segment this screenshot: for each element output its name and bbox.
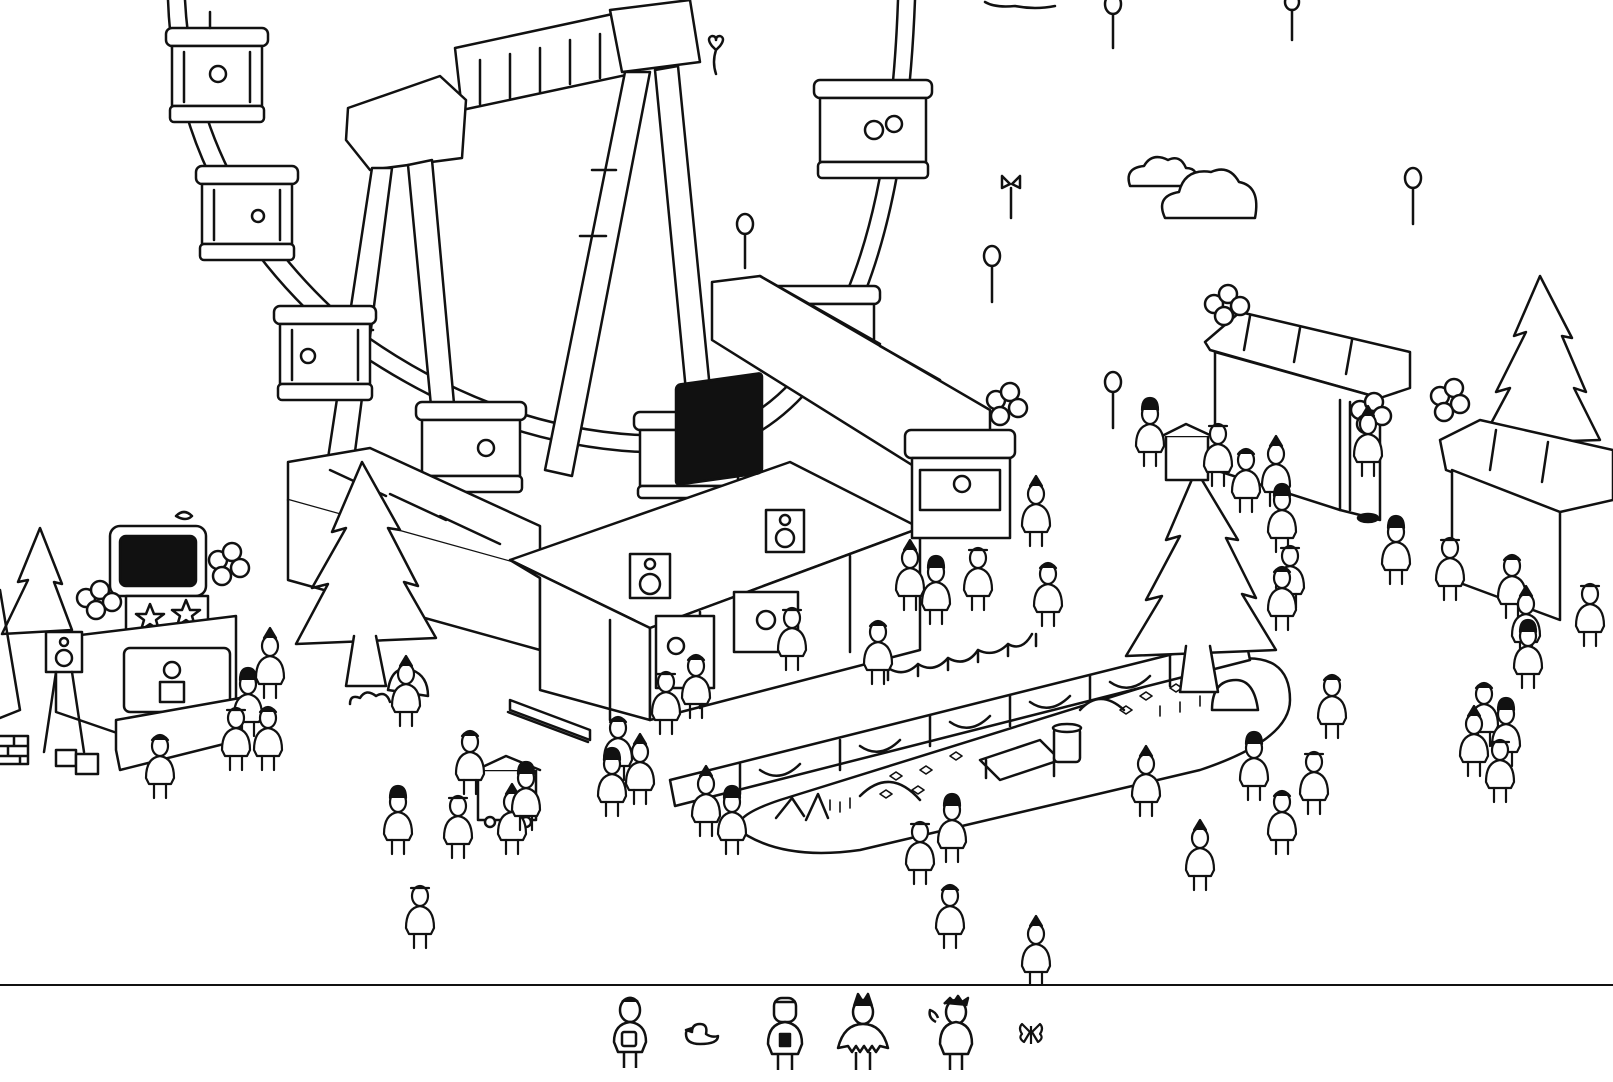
- person[interactable]: [716, 784, 748, 856]
- person[interactable]: [1130, 744, 1162, 818]
- target-tray: [0, 984, 1613, 1082]
- person[interactable]: [920, 554, 952, 626]
- crowd: [144, 396, 1606, 984]
- person-icon: [766, 996, 804, 1070]
- person[interactable]: [624, 732, 656, 806]
- rope-barrier: [886, 632, 1038, 682]
- person[interactable]: [454, 729, 486, 796]
- person[interactable]: [1184, 818, 1216, 892]
- target-person-with-cup[interactable]: [754, 992, 816, 1078]
- person[interactable]: [1298, 750, 1330, 816]
- target-person-with-crown-hair[interactable]: [832, 992, 894, 1078]
- cloud: [1160, 168, 1258, 220]
- person[interactable]: [1484, 738, 1516, 804]
- target-list: [0, 986, 1613, 1082]
- person[interactable]: [1458, 704, 1490, 778]
- person[interactable]: [894, 538, 926, 612]
- person[interactable]: [220, 706, 252, 772]
- person[interactable]: [232, 666, 264, 738]
- person[interactable]: [1434, 536, 1466, 602]
- balloon[interactable]: [735, 212, 755, 270]
- scene-canvas[interactable]: [0, 0, 1613, 984]
- person[interactable]: [1266, 789, 1298, 856]
- ticket-booth[interactable]: [903, 428, 1017, 540]
- brick-wall: [0, 734, 30, 766]
- duck-icon: [684, 1022, 720, 1046]
- person[interactable]: [596, 746, 628, 818]
- stage-screen[interactable]: [674, 372, 764, 550]
- person[interactable]: [1134, 396, 1166, 468]
- person[interactable]: [1380, 514, 1412, 586]
- trash-can[interactable]: [1051, 722, 1083, 764]
- ferris-gondola[interactable]: [272, 304, 378, 402]
- target-rubber-duck[interactable]: [672, 992, 734, 1078]
- target-small-butterfly[interactable]: [1000, 992, 1062, 1078]
- pine-tree: [0, 526, 74, 720]
- person[interactable]: [1020, 474, 1052, 548]
- person[interactable]: [680, 653, 712, 720]
- balloon[interactable]: [1403, 166, 1423, 226]
- person[interactable]: [404, 884, 436, 950]
- person[interactable]: [1020, 914, 1052, 984]
- person[interactable]: [776, 606, 808, 672]
- person[interactable]: [442, 794, 474, 860]
- person[interactable]: [1032, 561, 1064, 628]
- cloud: [1127, 155, 1199, 188]
- person[interactable]: [650, 670, 682, 736]
- person[interactable]: [1230, 447, 1262, 514]
- person[interactable]: [1238, 730, 1270, 802]
- person-icon: [928, 994, 974, 1070]
- person[interactable]: [904, 820, 936, 886]
- person[interactable]: [1202, 422, 1234, 488]
- person[interactable]: [1352, 404, 1384, 478]
- pine-tree: [294, 460, 438, 688]
- balloon[interactable]: [1283, 0, 1301, 42]
- person[interactable]: [144, 733, 176, 800]
- heart-balloon[interactable]: [707, 34, 725, 76]
- ferris-gondola[interactable]: [414, 400, 528, 494]
- ferris-gondola[interactable]: [812, 78, 934, 180]
- rock: [1210, 678, 1260, 712]
- butterfly-icon[interactable]: [1000, 174, 1022, 220]
- cloud: [983, 0, 1057, 10]
- balloon[interactable]: [1103, 370, 1123, 430]
- person[interactable]: [1266, 482, 1298, 554]
- pine-tree: [1124, 468, 1278, 694]
- person-icon: [836, 992, 890, 1070]
- person[interactable]: [934, 883, 966, 950]
- person[interactable]: [382, 784, 414, 856]
- person[interactable]: [254, 626, 286, 700]
- game-stall[interactable]: [42, 510, 242, 776]
- butterfly-icon: [1018, 1022, 1044, 1044]
- person-icon: [612, 996, 648, 1068]
- pine-tree: [1478, 274, 1602, 446]
- person[interactable]: [1512, 618, 1544, 690]
- person[interactable]: [962, 546, 994, 612]
- person[interactable]: [1316, 673, 1348, 740]
- speaker[interactable]: [764, 508, 806, 554]
- person[interactable]: [390, 654, 422, 728]
- person[interactable]: [862, 619, 894, 686]
- person[interactable]: [252, 705, 284, 772]
- target-person-with-bird[interactable]: [926, 992, 988, 1078]
- ferris-gondola[interactable]: [194, 164, 300, 262]
- person[interactable]: [936, 792, 968, 864]
- target-person-with-backpack[interactable]: [600, 992, 662, 1078]
- garden-bed: [668, 634, 1292, 855]
- balloon-bunch[interactable]: [75, 541, 251, 621]
- person[interactable]: [510, 760, 542, 832]
- ferris-gondola[interactable]: [164, 10, 270, 124]
- balloon[interactable]: [982, 244, 1002, 304]
- market-stall[interactable]: [1438, 418, 1613, 622]
- person[interactable]: [1266, 565, 1298, 632]
- person[interactable]: [690, 764, 722, 838]
- person[interactable]: [1574, 582, 1606, 648]
- balloon[interactable]: [1103, 0, 1123, 50]
- speaker[interactable]: [628, 552, 672, 600]
